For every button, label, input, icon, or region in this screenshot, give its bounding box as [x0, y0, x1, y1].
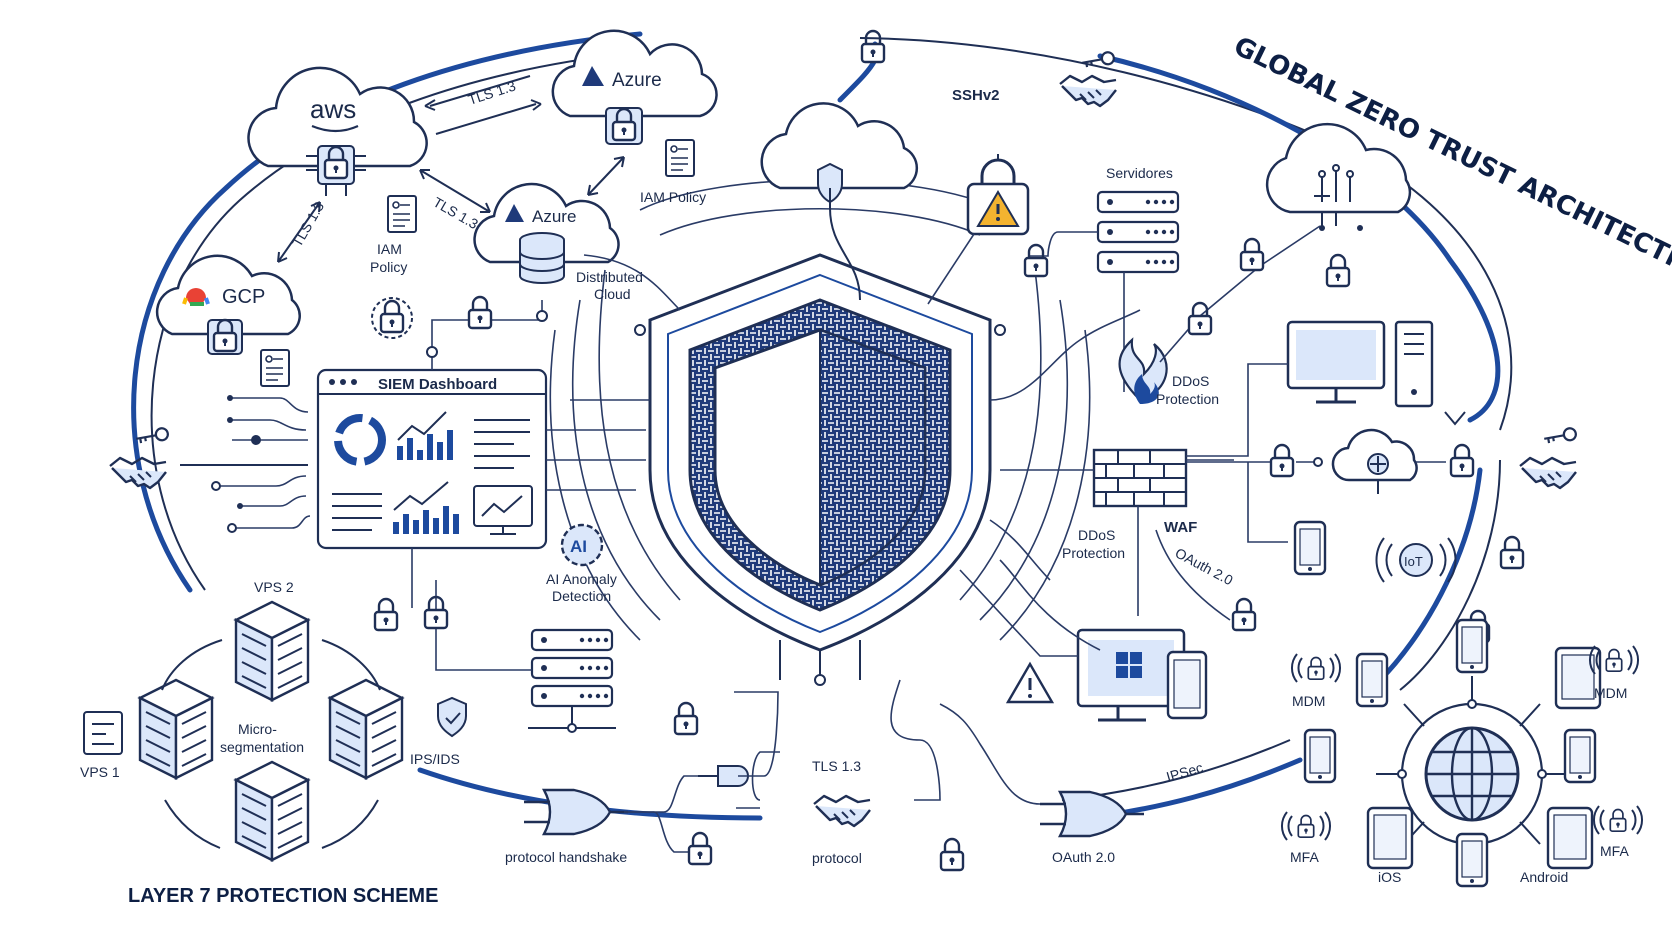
firewall-icon — [1000, 337, 1234, 616]
lock-icon — [1239, 237, 1265, 272]
gcp-cloud: GCP — [155, 254, 301, 355]
document-icon — [83, 711, 123, 755]
siem-title: SIEM Dashboard — [378, 376, 497, 393]
azure-label-mid: Azure — [532, 207, 576, 226]
ios-label: iOS — [1378, 869, 1401, 885]
threat-cloud — [760, 29, 919, 301]
lock-icon — [1325, 253, 1351, 288]
mfa-label-left: MFA — [1290, 849, 1319, 865]
oauth-label-bottom: OAuth 2.0 — [1052, 849, 1115, 865]
document-icon — [387, 195, 417, 233]
lock-icon — [939, 837, 965, 872]
lock-icon — [1231, 597, 1257, 632]
mdm-label-left: MDM — [1292, 693, 1325, 709]
distributed-label-2: Cloud — [594, 286, 631, 302]
key-icon — [1542, 426, 1578, 446]
svg-text:TLS 1.3: TLS 1.3 — [289, 199, 327, 250]
servidores-label: Servidores — [1106, 165, 1173, 181]
svg-text:OAuth 2.0: OAuth 2.0 — [1173, 545, 1236, 589]
ai-anomaly-label-1: AI Anomaly — [546, 571, 617, 587]
ddos-top-label-1: DDoS — [1172, 373, 1209, 389]
mdm-label-right: MDM — [1594, 685, 1627, 701]
oauth-gate — [939, 703, 1146, 838]
document-icon — [260, 349, 290, 387]
iot-icon: IoT — [1375, 537, 1457, 583]
svg-text:IoT: IoT — [1404, 554, 1423, 569]
lock-icon — [1187, 301, 1213, 336]
desktop-monitor-icon — [1186, 320, 1434, 457]
outer-ring — [131, 31, 1513, 823]
aws-cloud: aws — [247, 66, 428, 196]
tls-label-3: TLS 1.3 — [289, 199, 327, 250]
policy-label-left: Policy — [370, 259, 407, 275]
micro-label-1: Micro- — [238, 721, 277, 737]
lock-icon — [673, 701, 699, 736]
ips-shield-icon — [437, 696, 467, 738]
secure-cloud-icon — [1331, 428, 1418, 494]
protocol-label: protocol — [812, 850, 862, 866]
ddos-bottom-label-2: Protection — [1062, 545, 1125, 561]
vps2-label: VPS 2 — [254, 579, 294, 595]
svg-text:AI: AI — [570, 537, 587, 556]
lock-icon — [1449, 443, 1475, 478]
gcp-label: GCP — [222, 286, 265, 308]
micro-label-2: segmentation — [220, 739, 304, 755]
phone-icon — [1293, 520, 1327, 576]
ai-anomaly-label-2: Detection — [552, 588, 611, 604]
handshake-icon — [1058, 74, 1118, 108]
ai-anomaly-badge: AI — [560, 523, 604, 567]
azure-cloud-top: Azure — [551, 29, 718, 145]
footer-title: LAYER 7 PROTECTION SCHEME — [128, 885, 438, 907]
ipsec-label: IPSec — [1164, 759, 1204, 785]
lock-icon — [373, 597, 399, 632]
tls-label-2: TLS 1.3 — [431, 194, 482, 232]
lock-icon — [860, 29, 886, 64]
azure-cloud-mid: Azure — [473, 182, 620, 284]
distributed-label-1: Distributed — [576, 269, 643, 285]
central-shield — [549, 179, 1091, 686]
data-feeds — [211, 295, 650, 533]
iam-label-left: IAM — [377, 241, 402, 257]
document-icon — [665, 139, 695, 177]
iot-hub-cloud — [1159, 122, 1412, 363]
warning-icon-top — [927, 154, 1030, 305]
iam-policy-label-right: IAM Policy — [640, 189, 706, 205]
mfa-label-right: MFA — [1600, 843, 1629, 859]
oauth-slanted-label: OAuth 2.0 — [1173, 545, 1236, 589]
svg-text:IPSec: IPSec — [1164, 759, 1204, 785]
signal-lock-icon — [1292, 654, 1340, 682]
siem-dashboard: SIEM Dashboard — [316, 368, 548, 550]
lock-icon — [467, 295, 493, 330]
donut-chart-icon — [334, 414, 386, 466]
mobile-device-mesh — [1303, 618, 1602, 888]
lock-icon — [1269, 443, 1295, 478]
lock-icon — [687, 831, 713, 866]
azure-label-top: Azure — [612, 70, 662, 91]
protocol-handshake-gate — [522, 691, 779, 853]
svg-text:TLS 1.3: TLS 1.3 — [431, 194, 482, 232]
protocol-handshake-label: protocol handshake — [505, 849, 627, 865]
signal-lock-icon — [1594, 806, 1642, 834]
handshake-icon — [1518, 456, 1578, 490]
warning-icon-bottom — [1005, 661, 1055, 704]
ips-label: IPS/IDS — [410, 751, 460, 767]
vps1-label: VPS 1 — [80, 764, 120, 780]
signal-lock-icon — [1282, 812, 1330, 840]
waf-label: WAF — [1164, 519, 1197, 536]
handshake-icon — [812, 794, 872, 828]
aws-label: aws — [310, 94, 356, 124]
windows-workstation — [959, 569, 1208, 722]
lock-icon — [1499, 535, 1525, 570]
android-label: Android — [1520, 869, 1568, 885]
ddos-top-label-2: Protection — [1156, 391, 1219, 407]
sshv2-label: SSHv2 — [952, 87, 1000, 104]
micro-segmentation-cluster — [138, 600, 404, 862]
ddos-bottom-label-1: DDoS — [1078, 527, 1115, 543]
tls-label-4: TLS 1.3 — [812, 758, 861, 774]
lock-icon — [1023, 243, 1049, 278]
